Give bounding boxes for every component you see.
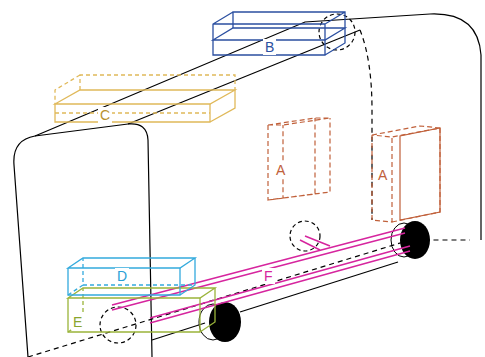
box-e: E (71, 314, 84, 330)
part-letter: D (115, 268, 129, 284)
roof-box-b: B (263, 39, 276, 55)
part-letter: E (71, 314, 84, 330)
side-box-a: A (376, 167, 389, 183)
part-letter: C (98, 107, 112, 123)
part-letter: B (263, 39, 276, 55)
part-letter: F (262, 268, 275, 284)
box-d: D (115, 268, 129, 284)
frame-f: F (262, 268, 275, 284)
part-letter: A (376, 167, 389, 183)
part-letter: A (274, 162, 287, 178)
side-box-a: A (274, 162, 287, 178)
roof-box-c: C (98, 107, 112, 123)
